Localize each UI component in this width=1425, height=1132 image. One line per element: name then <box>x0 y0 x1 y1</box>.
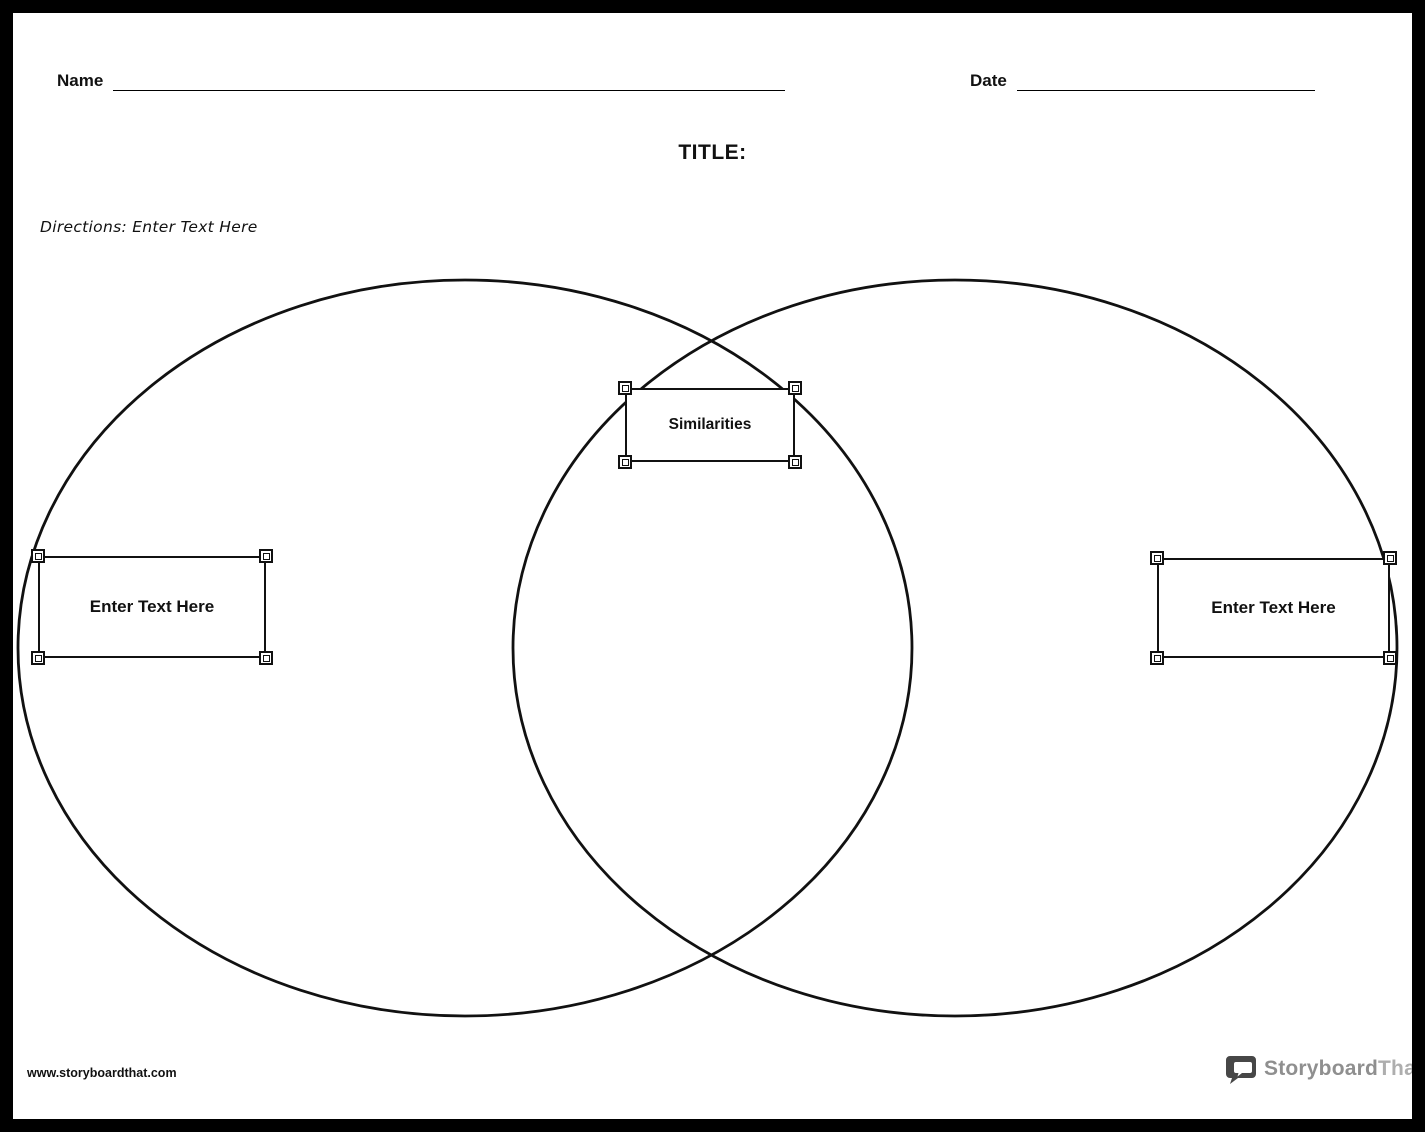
date-row: Date <box>970 71 1315 91</box>
right-ellipse <box>511 278 1399 1018</box>
resize-handle-bottom-left[interactable] <box>618 455 632 469</box>
resize-handle-bottom-right[interactable] <box>259 651 273 665</box>
resize-handle-bottom-left[interactable] <box>1150 651 1164 665</box>
venn-diagram <box>16 278 1399 1018</box>
date-label: Date <box>970 71 1007 90</box>
resize-handle-top-left[interactable] <box>618 381 632 395</box>
speech-bubble-icon <box>1226 1056 1256 1084</box>
brand-that: That <box>1378 1057 1424 1080</box>
brand-storyboard: Storyboard <box>1264 1057 1379 1080</box>
resize-handle-top-left[interactable] <box>1150 551 1164 565</box>
resize-handle-top-right[interactable] <box>259 549 273 563</box>
name-row: Name <box>57 71 785 91</box>
resize-handle-top-right[interactable] <box>1383 551 1397 565</box>
resize-handle-top-left[interactable] <box>31 549 45 563</box>
resize-handle-bottom-right[interactable] <box>1383 651 1397 665</box>
name-label: Name <box>57 71 104 90</box>
brand-wordmark: StoryboardThat <box>1264 1057 1424 1081</box>
date-underline <box>1016 71 1315 91</box>
page-title: TITLE: <box>678 141 747 164</box>
name-underline <box>113 71 785 91</box>
directions-text: Directions: Enter Text Here <box>40 218 258 236</box>
similarities-label: Similarities <box>668 416 752 433</box>
resize-handle-top-right[interactable] <box>788 381 802 395</box>
left-box-label: Enter Text Here <box>89 597 215 616</box>
similarities-textbox[interactable]: Similarities <box>618 381 802 469</box>
right-box-label: Enter Text Here <box>1211 598 1336 617</box>
resize-handle-bottom-right[interactable] <box>788 455 802 469</box>
resize-handle-bottom-left[interactable] <box>31 651 45 665</box>
left-textbox[interactable]: Enter Text Here <box>31 549 273 665</box>
footer-url: www.storyboardthat.com <box>27 1066 177 1080</box>
brand-logo: StoryboardThat <box>1225 1053 1424 1085</box>
left-ellipse <box>16 278 914 1018</box>
right-textbox[interactable]: Enter Text Here <box>1150 551 1397 665</box>
